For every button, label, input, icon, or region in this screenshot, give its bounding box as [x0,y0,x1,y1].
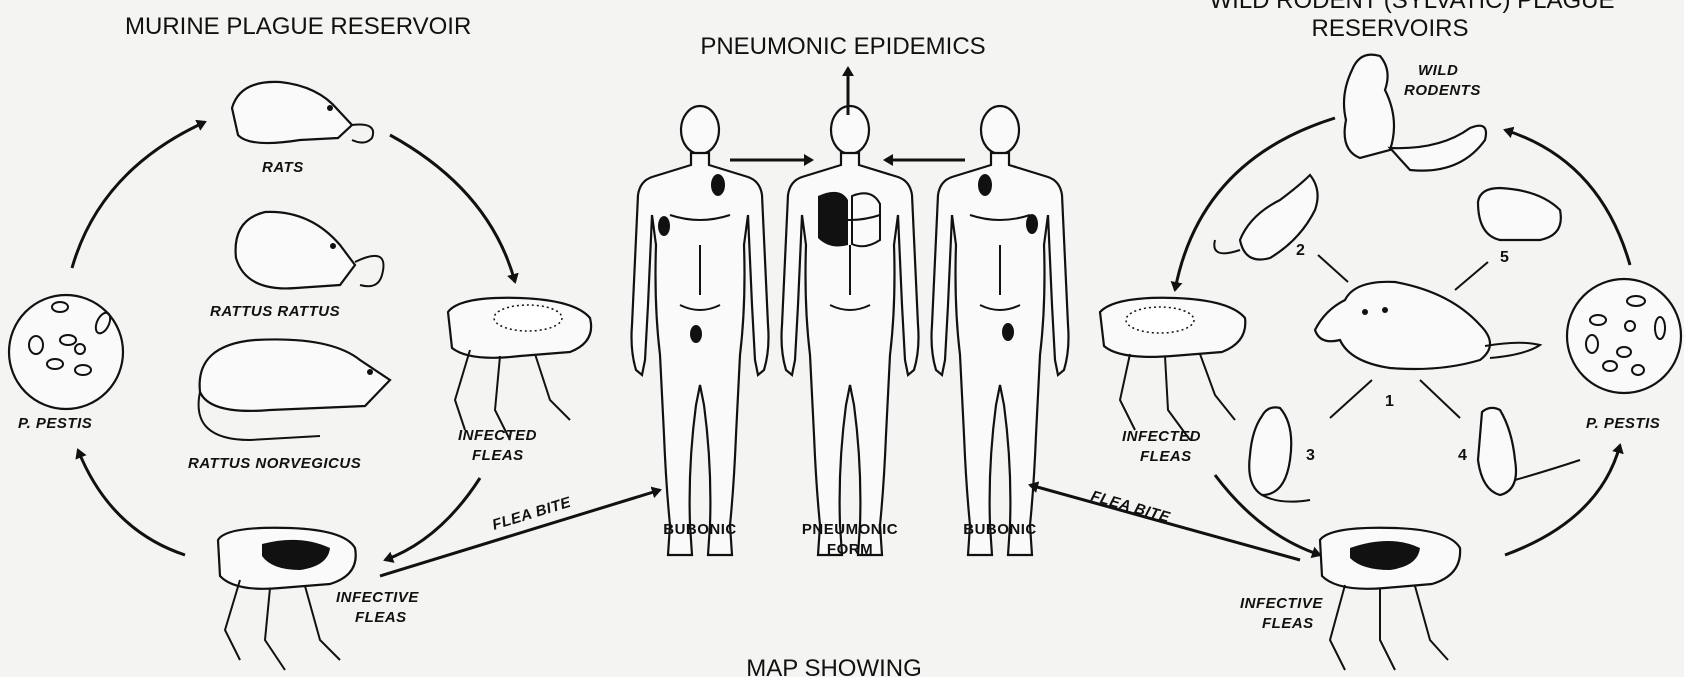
human-bubonic-left [632,106,769,555]
flea-bite-label-right: FLEA BITE [1089,488,1172,527]
flea-bite-arrow-left [380,490,660,576]
pneumonic-epidemics-heading: PNEUMONIC EPIDEMICS [700,33,985,60]
p-pestis-bacteria-left [9,295,123,409]
pneumonic-label-line1: PNEUMONIC [802,521,898,538]
rodent-5-illustration [1478,188,1561,240]
human-bubonic-right [932,106,1069,555]
rodent-4-illustration [1478,408,1580,495]
rats-label: RATS [262,159,304,176]
number-1: 1 [1385,393,1394,410]
murine-cycle: P. PESTIS RATS RATTUS RATTUS RATTUS NORV… [9,82,660,670]
wild-rodent-squirrel-illustration [1344,55,1486,171]
number-4: 4 [1458,447,1467,464]
wild-rodents-label-2: RODENTS [1404,82,1481,99]
spoke-to-3 [1330,380,1372,418]
map-showing-caption: MAP SHOWING [746,655,922,677]
infective-fleas-label-right-1: INFECTIVE [1240,595,1323,612]
infective-fleas-label-right-2: FLEAS [1262,615,1314,632]
bubonic-label-right: BUBONIC [963,521,1037,538]
arrow-infective-to-pestis [78,450,185,555]
infected-fleas-label-left-1: INFECTED [458,427,537,444]
infected-fleas-label-right-1: INFECTED [1122,428,1201,445]
p-pestis-label-right: P. PESTIS [1586,415,1660,432]
infective-flea-illustration-right [1320,528,1460,670]
arrow-rats-to-infected-fleas [390,135,515,282]
wild-reservoir-heading-line1: WILD RODENT (SYLVATIC) PLAGUE [1210,0,1615,14]
spoke-to-2 [1318,255,1348,282]
arrow-infective-to-pestis-right [1505,445,1620,555]
number-5: 5 [1500,249,1509,266]
arrow-infected-to-infective [385,478,480,560]
p-pestis-label-left: P. PESTIS [18,415,92,432]
rattus-norvegicus-label: RATTUS NORVEGICUS [188,455,361,472]
murine-reservoir-heading: MURINE PLAGUE RESERVOIR [125,13,471,40]
infected-fleas-label-right-2: FLEAS [1140,448,1192,465]
rattus-rattus-illustration [236,212,384,289]
infected-fleas-label-left-2: FLEAS [472,447,524,464]
wild-cycle: P. PESTIS WILD RODENTS [1030,55,1681,670]
human-pneumonic [782,106,919,555]
spoke-to-5 [1455,262,1488,290]
p-pestis-bacteria-right [1567,279,1681,393]
number-3: 3 [1306,447,1315,464]
infective-fleas-label-left-2: FLEAS [355,609,407,626]
infected-flea-illustration-right [1100,298,1245,440]
pneumonic-label-line2: FORM [827,541,873,558]
number-2: 2 [1296,242,1305,259]
rat-illustration [232,82,373,143]
infective-fleas-label-left-1: INFECTIVE [336,589,419,606]
rodent-3-illustration [1249,407,1310,501]
central-rodent-1-illustration [1315,282,1540,369]
spoke-to-4 [1420,380,1460,418]
wild-reservoir-heading-line2: RESERVOIRS [1312,15,1469,42]
human-forms: BUBONIC PNEUMONIC FORM BUBONIC [632,68,1069,558]
infected-flea-illustration-left [448,298,591,440]
arrow-pestis-to-rats [72,122,205,268]
rattus-rattus-label: RATTUS RATTUS [210,303,340,320]
rattus-norvegicus-illustration [199,339,390,440]
wild-rodents-label-1: WILD [1418,62,1458,79]
bubonic-label-left: BUBONIC [663,521,737,538]
